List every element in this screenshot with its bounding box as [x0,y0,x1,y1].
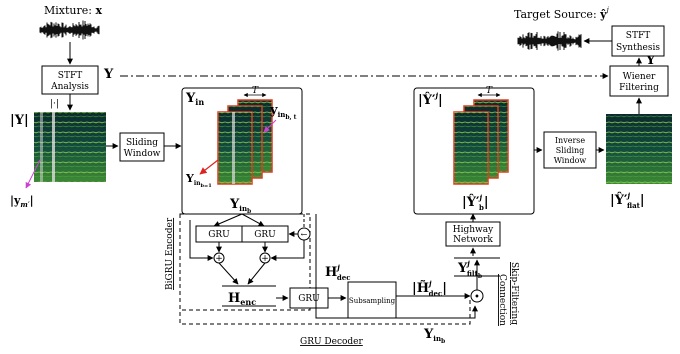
gru-decoder-frame [179,300,471,325]
highway-label-1: Highway [453,225,494,235]
inverse-sliding-box [543,131,597,169]
symbol-Yhat: Ŷ [645,52,656,68]
symbol-Ypj: |Ŷ′j| [418,91,443,108]
symbol-yin-b-bottom: Yinb [423,327,445,345]
highway-label-2: Network [453,235,493,245]
gru-forward-label: GRU [208,230,230,240]
stft-analysis-label-2: Analysis [50,82,89,92]
skip-path [315,214,478,319]
inverse-sliding-label-1: Inverse [555,136,585,145]
spectrogram-input [34,112,106,182]
mixture-waveform [39,18,100,40]
sliding-window-box [119,132,165,162]
tau-label: T [252,86,259,96]
symbol-ym: |ym′| [10,194,34,209]
symbol-yin-b1: Yinb=1 [185,172,212,189]
gru-decoder-label: GRU [298,294,320,304]
reverse-op-symbol: ← [301,230,308,239]
plus-right-symbol: + [261,254,269,264]
mult-symbol: • [474,292,480,303]
highway-network-box [445,221,501,247]
symbol-Yfilt: Yjfiltb [457,259,482,280]
yin-frames [217,99,273,185]
tau-label-right: T [486,86,493,96]
stft-synthesis-label-1: STFT [626,31,650,41]
subsampling-label: Subsampling [349,297,396,305]
plus-left-symbol: + [215,254,223,264]
symbol-yin-bt: yinb, t [269,103,297,121]
bigru-encoder-frame [179,213,311,311]
target-source-label: Target Source: ŷj [514,6,610,21]
target-waveform [517,31,582,51]
sliding-window-label-1: Sliding [126,138,158,148]
bigru-encoder-label: BiGRU Encoder [165,217,175,290]
inverse-sliding-label-3: Window [554,156,587,165]
symbol-absY: |Y| [10,113,29,128]
abs-operator: |·| [50,99,59,109]
symbol-Henc: Henc [228,291,256,307]
stft-synthesis-box [611,25,665,57]
sliding-window-label-2: Window [124,149,161,159]
symbol-yin-b: Yinb [229,197,251,215]
stft-analysis-label-1: STFT [58,71,82,81]
wiener-label-2: Filtering [619,83,659,93]
subsampling-box [347,281,397,319]
skip-label-1: Skip-Filtering [509,262,519,325]
gru-backward-label: GRU [254,230,276,240]
inverse-sliding-label-2: Sliding [556,146,585,155]
gru-decoder-label-text: GRU Decoder [300,337,364,347]
symbol-Yin: Yin [185,91,204,107]
ypj-frames [453,99,509,185]
stft-analysis-box [41,65,99,95]
skip-label-2: Connection [497,274,507,326]
wiener-filtering-box [609,65,669,97]
wiener-label-1: Wiener [623,72,656,82]
stft-synthesis-label-2: Synthesis [616,43,660,53]
spectrogram-output [606,114,672,184]
mixture-label: Mixture: x [44,4,102,17]
symbol-Y-top: Y [103,67,114,82]
